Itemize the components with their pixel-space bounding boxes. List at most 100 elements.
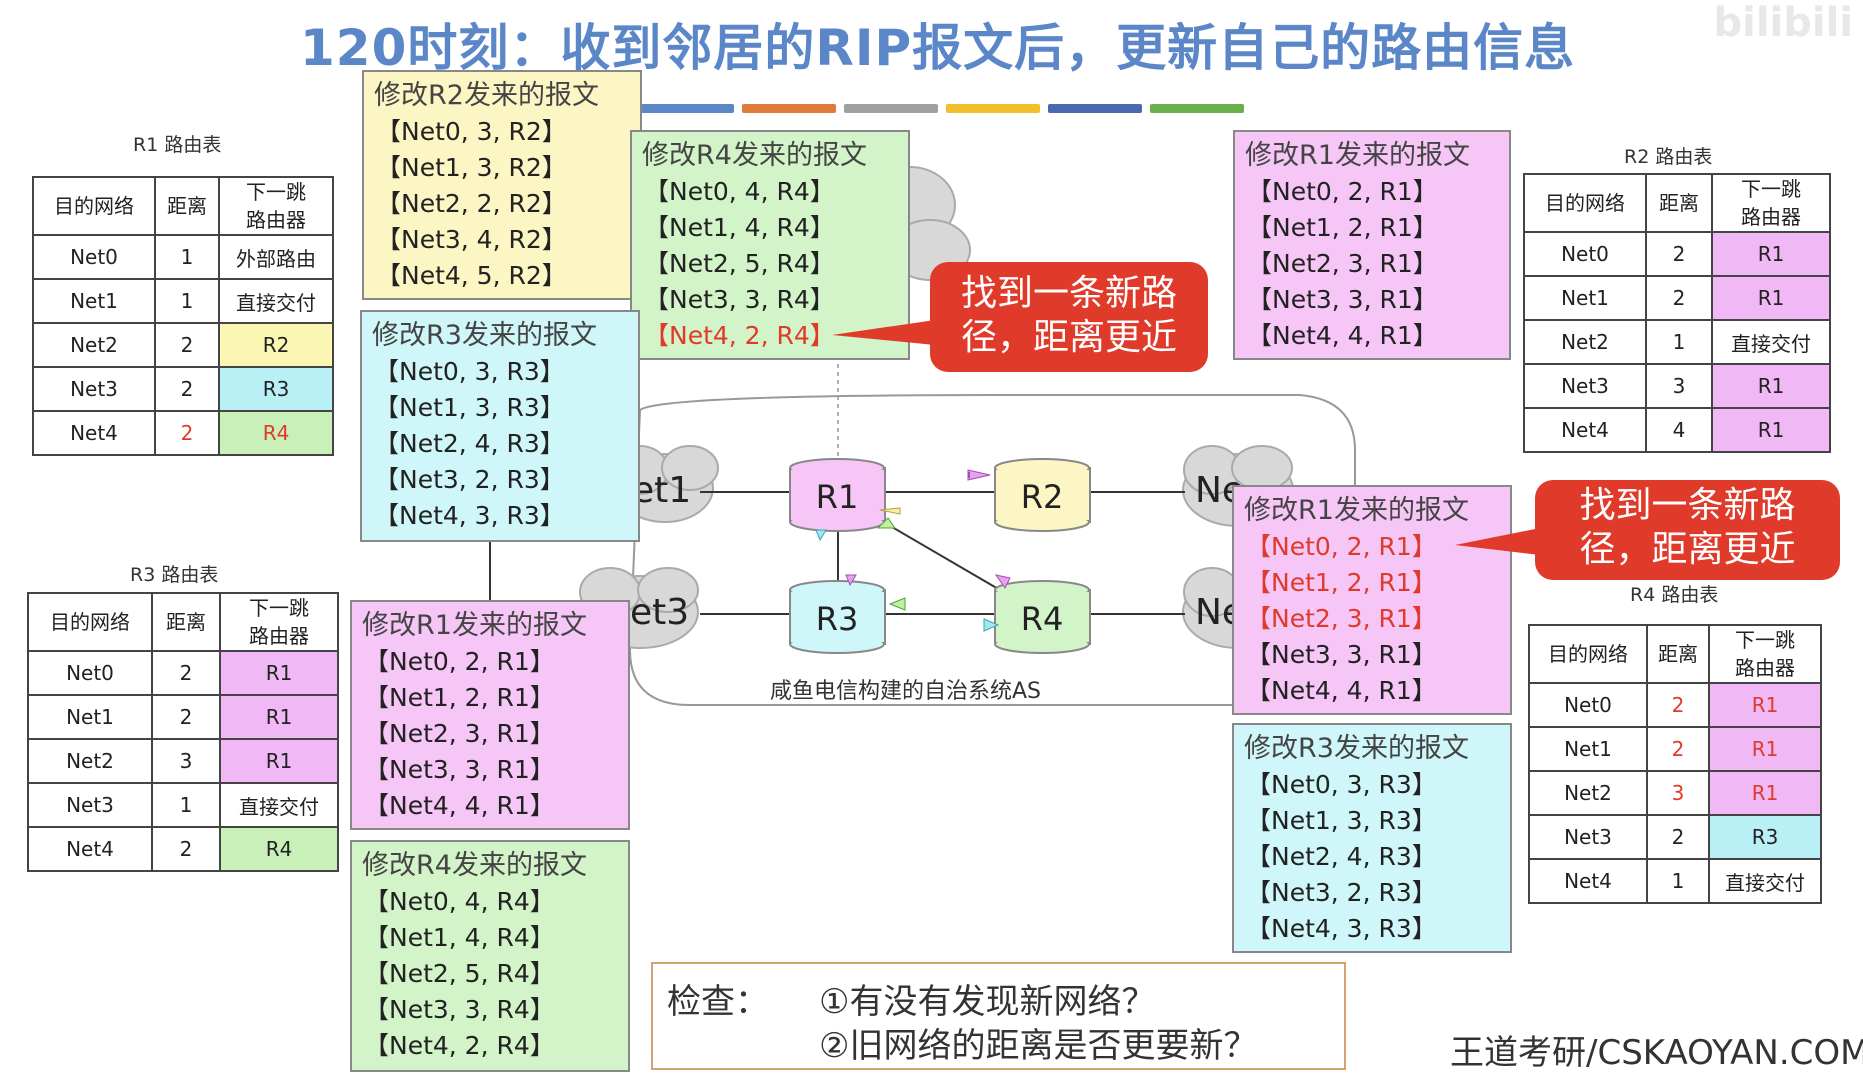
list-item: 【Net2, 2, R2】	[376, 189, 567, 218]
list-item: 【Net2, 3, R1】	[1247, 249, 1438, 278]
list-item: 【Net2, 5, R4】	[364, 959, 555, 988]
r4-table-caption: R4 路由表	[1630, 584, 1719, 606]
color-bar-segment	[742, 104, 836, 113]
list-item: 【Net3, 3, R1】	[1246, 640, 1437, 669]
col-dest: 目的网络	[1523, 173, 1647, 233]
msg-from-r2: 修改R2发来的报文 【Net0, 3, R2】 【Net1, 3, R2】 【N…	[362, 70, 642, 300]
msg-from-r3-bottom-right: 修改R3发来的报文 【Net0, 3, R3】 【Net1, 3, R3】 【N…	[1232, 723, 1512, 953]
list-item: 【Net0, 2, R1】	[364, 647, 555, 676]
callout-right: 找到一条新路径，距离更近	[1535, 480, 1840, 580]
list-item: 【Net1, 4, R4】	[644, 213, 835, 242]
list-item: 【Net2, 3, R1】	[1246, 604, 1437, 633]
r1-table-caption: R1 路由表	[133, 134, 222, 156]
list-item: 【Net4, 3, R3】	[374, 501, 565, 530]
list-item: 【Net3, 4, R2】	[376, 225, 567, 254]
msg-from-r1-mid-right: 修改R1发来的报文 【Net0, 2, R1】 【Net1, 2, R1】 【N…	[1232, 485, 1512, 715]
link-r1-r4	[879, 519, 1001, 591]
color-bar-segment	[1150, 104, 1244, 113]
router-r3-label: R3	[816, 600, 859, 638]
list-item: 【Net0, 2, R1】	[1247, 177, 1438, 206]
list-item: 【Net0, 3, R3】	[1246, 770, 1437, 799]
router-r2	[994, 458, 1091, 532]
check-label: 检查：	[667, 982, 769, 1022]
color-bar-segment	[1048, 104, 1142, 113]
list-item: 【Net3, 3, R1】	[1247, 285, 1438, 314]
list-item: 【Net3, 3, R4】	[644, 285, 835, 314]
slide-title: 120时刻：收到邻居的RIP报文后，更新自己的路由信息	[300, 19, 1576, 77]
list-item: 【Net2, 3, R1】	[364, 719, 555, 748]
check-box: 检查： ①有没有发现新网络？ ②旧网络的距离是否更要新？	[651, 962, 1346, 1070]
as-label: 咸鱼电信构建的自治系统AS	[770, 679, 1042, 704]
list-item: 【Net4, 4, R1】	[1247, 321, 1438, 350]
check-line-2: ②旧网络的距离是否更要新？	[819, 1026, 1258, 1066]
col-dest: 目的网络	[27, 592, 153, 652]
msg-from-r1-top-right: 修改R1发来的报文 【Net0, 2, R1】 【Net1, 2, R1】 【N…	[1233, 130, 1511, 360]
callout-right-pointer	[1455, 528, 1540, 555]
callout-left: 找到一条新路径，距离更近	[930, 262, 1208, 372]
r3-table-caption: R3 路由表	[130, 564, 219, 586]
list-item: 【Net3, 2, R3】	[1246, 878, 1437, 907]
arrow-r3-to-r1-icon	[815, 529, 827, 542]
list-item: 【Net0, 4, R4】	[644, 177, 835, 206]
msg-from-r4-top: 修改R4发来的报文 【Net0, 4, R4】 【Net1, 4, R4】 【N…	[630, 130, 910, 360]
arrow-r1-to-r4-icon	[994, 574, 1011, 589]
list-item: 【Net3, 2, R3】	[374, 465, 565, 494]
arrow-r1-to-r3-icon	[845, 574, 857, 587]
list-item: 【Net1, 3, R2】	[376, 153, 567, 182]
list-item: 【Net0, 3, R2】	[376, 117, 567, 146]
col-next: 下一跳路由器	[1711, 173, 1831, 233]
router-r3	[789, 580, 886, 654]
arrow-r4-to-r1-icon	[876, 517, 896, 529]
cloud-net3	[579, 567, 699, 649]
router-r1-label: R1	[816, 478, 859, 516]
col-next: 下一跳路由器	[218, 176, 334, 236]
list-item: 【Net1, 2, R1】	[1246, 568, 1437, 597]
list-item: 【Net2, 4, R3】	[374, 429, 565, 458]
list-item: 【Net1, 2, R1】	[364, 683, 555, 712]
list-item: 【Net4, 2, R4】	[644, 321, 835, 350]
list-item: 【Net4, 5, R2】	[376, 261, 567, 290]
router-r4	[994, 580, 1091, 654]
list-item: 【Net4, 3, R3】	[1246, 914, 1437, 943]
list-item: 【Net2, 4, R3】	[1246, 842, 1437, 871]
list-item: 【Net4, 4, R1】	[1246, 676, 1437, 705]
col-dest: 目的网络	[32, 176, 156, 236]
list-item: 【Net0, 3, R3】	[374, 357, 565, 386]
color-bar-segment	[640, 104, 734, 113]
col-dist: 距离	[1645, 173, 1713, 233]
msg-from-r1-bottom-left: 修改R1发来的报文 【Net0, 2, R1】 【Net1, 2, R1】 【N…	[350, 600, 630, 830]
msg-from-r3-left: 修改R3发来的报文 【Net0, 3, R3】 【Net1, 3, R3】 【N…	[360, 310, 640, 542]
list-item: 【Net0, 4, R4】	[364, 887, 555, 916]
col-dist: 距离	[151, 592, 221, 652]
router-r2-label: R2	[1021, 478, 1064, 516]
color-bar-segment	[946, 104, 1040, 113]
arrow-r4-to-r3-icon	[888, 597, 906, 611]
col-next: 下一跳路由器	[219, 592, 339, 652]
r2-table-caption: R2 路由表	[1624, 146, 1713, 168]
net3-label: et3	[630, 592, 690, 633]
video-watermark: bilibili	[1713, 0, 1853, 46]
as-boundary	[628, 394, 1356, 706]
callout-left-pointer	[832, 320, 935, 345]
